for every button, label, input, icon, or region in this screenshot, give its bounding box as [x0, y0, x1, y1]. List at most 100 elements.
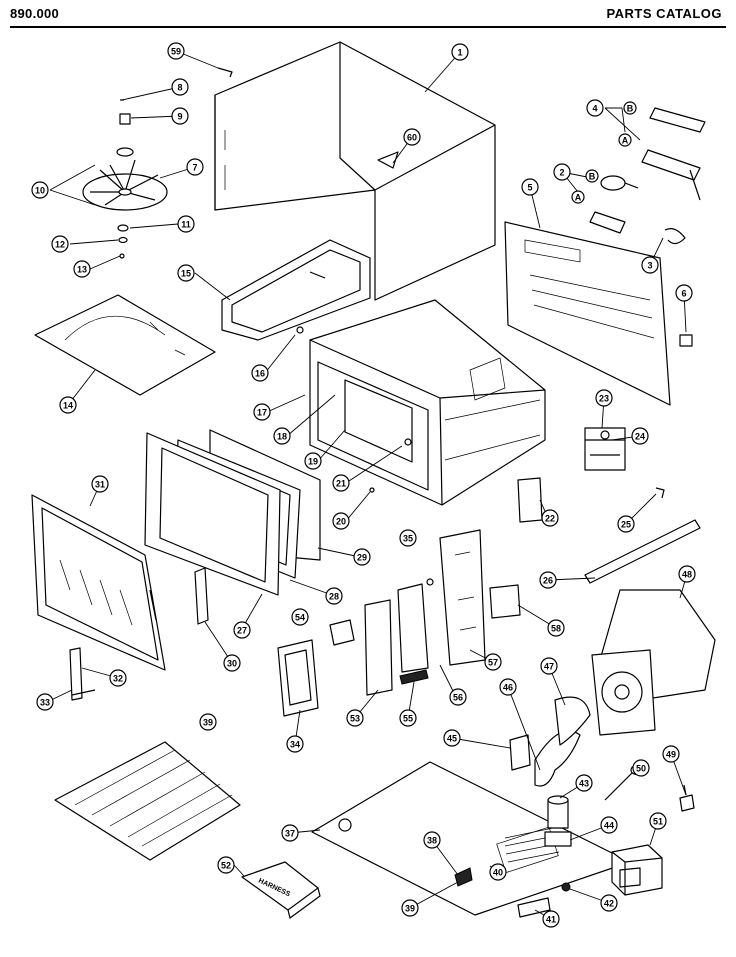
callout-20: 20 — [332, 512, 350, 530]
callout-number: 41 — [546, 915, 556, 925]
callout-number: 33 — [40, 698, 50, 708]
sub-label-b: B — [585, 169, 599, 183]
callout-25: 25 — [617, 515, 635, 533]
callout-number: 39 — [203, 718, 213, 728]
callout-number: 11 — [181, 220, 191, 230]
callout-number: 27 — [237, 626, 247, 636]
callout-number: 23 — [599, 394, 609, 404]
callout-number: 24 — [635, 432, 645, 442]
callout-number: 7 — [192, 163, 197, 173]
callout-33: 33 — [36, 693, 54, 711]
callout-number: 30 — [227, 659, 237, 669]
callout-number: 48 — [682, 570, 692, 580]
capacitor-parts — [544, 795, 572, 847]
callout-number: 42 — [604, 899, 614, 909]
page-title: PARTS CATALOG — [606, 6, 722, 21]
callout-54: 54 — [291, 608, 309, 626]
thermal-cutout-parts — [604, 765, 695, 812]
callout-29: 29 — [353, 548, 371, 566]
callout-49: 49 — [662, 745, 680, 763]
callout-28: 28 — [325, 587, 343, 605]
callout-1: 1 — [451, 43, 469, 61]
wiring-harness-part: HARNESS — [241, 861, 321, 919]
door-hinge-parts — [69, 567, 209, 701]
callout-number: 8 — [177, 83, 182, 93]
callout-number: 14 — [63, 401, 73, 411]
waveguide-duct-part — [221, 239, 371, 341]
callout-labels: 1234567891011121314151617181920212223242… — [31, 42, 696, 928]
callout-44: 44 — [600, 816, 618, 834]
model-number: 890.000 — [10, 6, 60, 21]
callout-47: 47 — [540, 657, 558, 675]
callout-22: 22 — [541, 509, 559, 527]
callout-8: 8 — [171, 78, 189, 96]
callout-19: 19 — [304, 452, 322, 470]
callout-5: 5 — [521, 178, 539, 196]
callout-number: 29 — [357, 553, 367, 563]
callout-number: 45 — [447, 734, 457, 744]
callout-24: 24 — [631, 427, 649, 445]
callout-18: 18 — [273, 427, 291, 445]
callout-55: 55 — [399, 709, 417, 727]
callout-number: 55 — [403, 714, 413, 724]
transformer-part — [611, 844, 663, 896]
callout-number: 18 — [277, 432, 287, 442]
callout-10: 10 — [31, 181, 49, 199]
callout-16: 16 — [251, 364, 269, 382]
callout-17: 17 — [253, 403, 271, 421]
callout-number: 38 — [427, 836, 437, 846]
callout-40: 40 — [489, 863, 507, 881]
callout-number: 17 — [257, 408, 267, 418]
callout-37: 37 — [281, 824, 299, 842]
callout-number: 60 — [407, 133, 417, 143]
header-rule — [10, 26, 726, 28]
magnetron-and-relay-parts — [517, 427, 665, 523]
callout-number: 56 — [453, 693, 463, 703]
oven-rack-part — [54, 741, 241, 861]
switch-and-lamp-parts — [589, 107, 706, 347]
callout-48: 48 — [678, 565, 696, 583]
callout-9: 9 — [171, 107, 189, 125]
callout-number: 40 — [493, 868, 503, 878]
callout-59: 59 — [167, 42, 185, 60]
callout-27: 27 — [233, 621, 251, 639]
callout-42: 42 — [600, 894, 618, 912]
callout-number: 37 — [285, 829, 295, 839]
oven-cavity-part — [296, 299, 546, 506]
sub-label-b: B — [623, 101, 637, 115]
callout-number: 25 — [621, 520, 631, 530]
callout-number: 35 — [403, 534, 413, 544]
callout-number: 39 — [405, 904, 415, 914]
callout-number: 58 — [551, 624, 561, 634]
callout-number: 3 — [647, 261, 652, 271]
sub-label-a: A — [618, 133, 632, 147]
callout-7: 7 — [186, 158, 204, 176]
callout-number: 20 — [336, 517, 346, 527]
blower-assembly-part — [591, 589, 716, 736]
callout-number: 26 — [543, 576, 553, 586]
callout-45: 45 — [443, 729, 461, 747]
callout-11: 11 — [177, 215, 195, 233]
callout-number: 47 — [544, 662, 554, 672]
sub-label-text: B — [627, 104, 634, 114]
callout-number: 32 — [113, 674, 123, 684]
callout-number: 46 — [503, 683, 513, 693]
callout-32: 32 — [109, 669, 127, 687]
callout-number: 43 — [579, 779, 589, 789]
callout-34: 34 — [286, 735, 304, 753]
callout-number: 4 — [592, 104, 597, 114]
callout-number: 6 — [681, 289, 686, 299]
callout-number: 9 — [177, 112, 182, 122]
rail-part — [584, 519, 701, 584]
callout-13: 13 — [73, 260, 91, 278]
door-frame-parts — [144, 429, 321, 596]
callout-number: 57 — [488, 658, 498, 668]
callout-number: 44 — [604, 821, 614, 831]
callout-15: 15 — [177, 264, 195, 282]
callout-number: 12 — [55, 240, 65, 250]
callout-number: 49 — [666, 750, 676, 760]
callout-number: 15 — [181, 269, 191, 279]
callout-number: 52 — [221, 861, 231, 871]
callout-number: 50 — [636, 764, 646, 774]
callout-12: 12 — [51, 235, 69, 253]
